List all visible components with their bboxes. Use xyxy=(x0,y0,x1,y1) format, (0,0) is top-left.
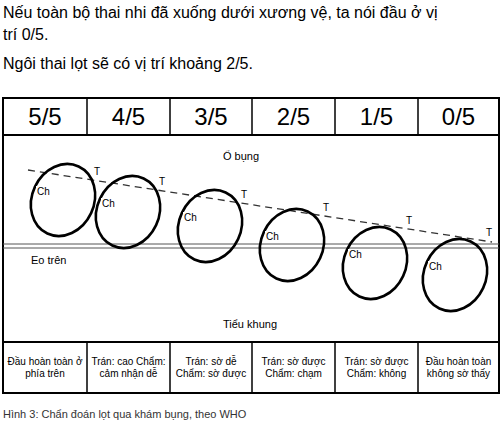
pelvic-inlet-line xyxy=(3,244,499,245)
sinciput-marker: T xyxy=(158,176,166,188)
row-line xyxy=(3,134,499,136)
row-line xyxy=(3,341,499,343)
table-cell: Trán: sờ được Chẩm: chạm xyxy=(254,344,333,391)
table-cell: Trán: sờ dễ Chẩm: sờ được xyxy=(172,344,250,391)
table-cell: Đầu hoàn toàn không sờ thấy xyxy=(420,344,497,391)
occiput-marker: Ch xyxy=(265,231,280,243)
region-label: Eo trên xyxy=(30,254,67,267)
sinciput-marker: T xyxy=(240,189,248,201)
station-header: 2/5 xyxy=(253,100,334,134)
sinciput-marker: T xyxy=(322,202,330,214)
table-cell: Trán: cao Chẩm: cảm nhận dễ xyxy=(89,344,168,391)
note-text: Nếu toàn bộ thai nhi đã xuống dưới xương… xyxy=(3,2,455,47)
table-cell: Đầu hoàn toàn ở phía trên xyxy=(5,344,85,391)
table-frame xyxy=(3,98,499,393)
pelvic-inlet-line xyxy=(3,248,499,249)
figure-caption: Hình 3: Chẩn đoán lọt qua khám bụng, the… xyxy=(3,408,498,421)
station-header: 1/5 xyxy=(336,100,417,134)
sinciput-marker: T xyxy=(485,227,493,239)
note-text: Ngôi thai lọt sẽ có vị trí khoảng 2/5. xyxy=(3,54,498,73)
occiput-marker: Ch xyxy=(348,249,363,261)
sinciput-marker: T xyxy=(405,215,413,227)
station-header: 0/5 xyxy=(419,100,498,134)
occiput-marker: Ch xyxy=(183,212,198,224)
region-label: Tiểu khung xyxy=(222,318,278,331)
occiput-marker: Ch xyxy=(101,198,116,210)
occiput-marker: Ch xyxy=(428,261,443,273)
station-header: 4/5 xyxy=(88,100,169,134)
station-header: 5/5 xyxy=(4,100,86,134)
region-label: Ổ bụng xyxy=(222,150,260,163)
sinciput-marker: T xyxy=(93,166,101,178)
station-header: 3/5 xyxy=(171,100,251,134)
occiput-marker: Ch xyxy=(36,186,51,198)
table-cell: Trán: sờ được Chẩm: không xyxy=(337,344,416,391)
fetal-heads xyxy=(19,153,498,321)
